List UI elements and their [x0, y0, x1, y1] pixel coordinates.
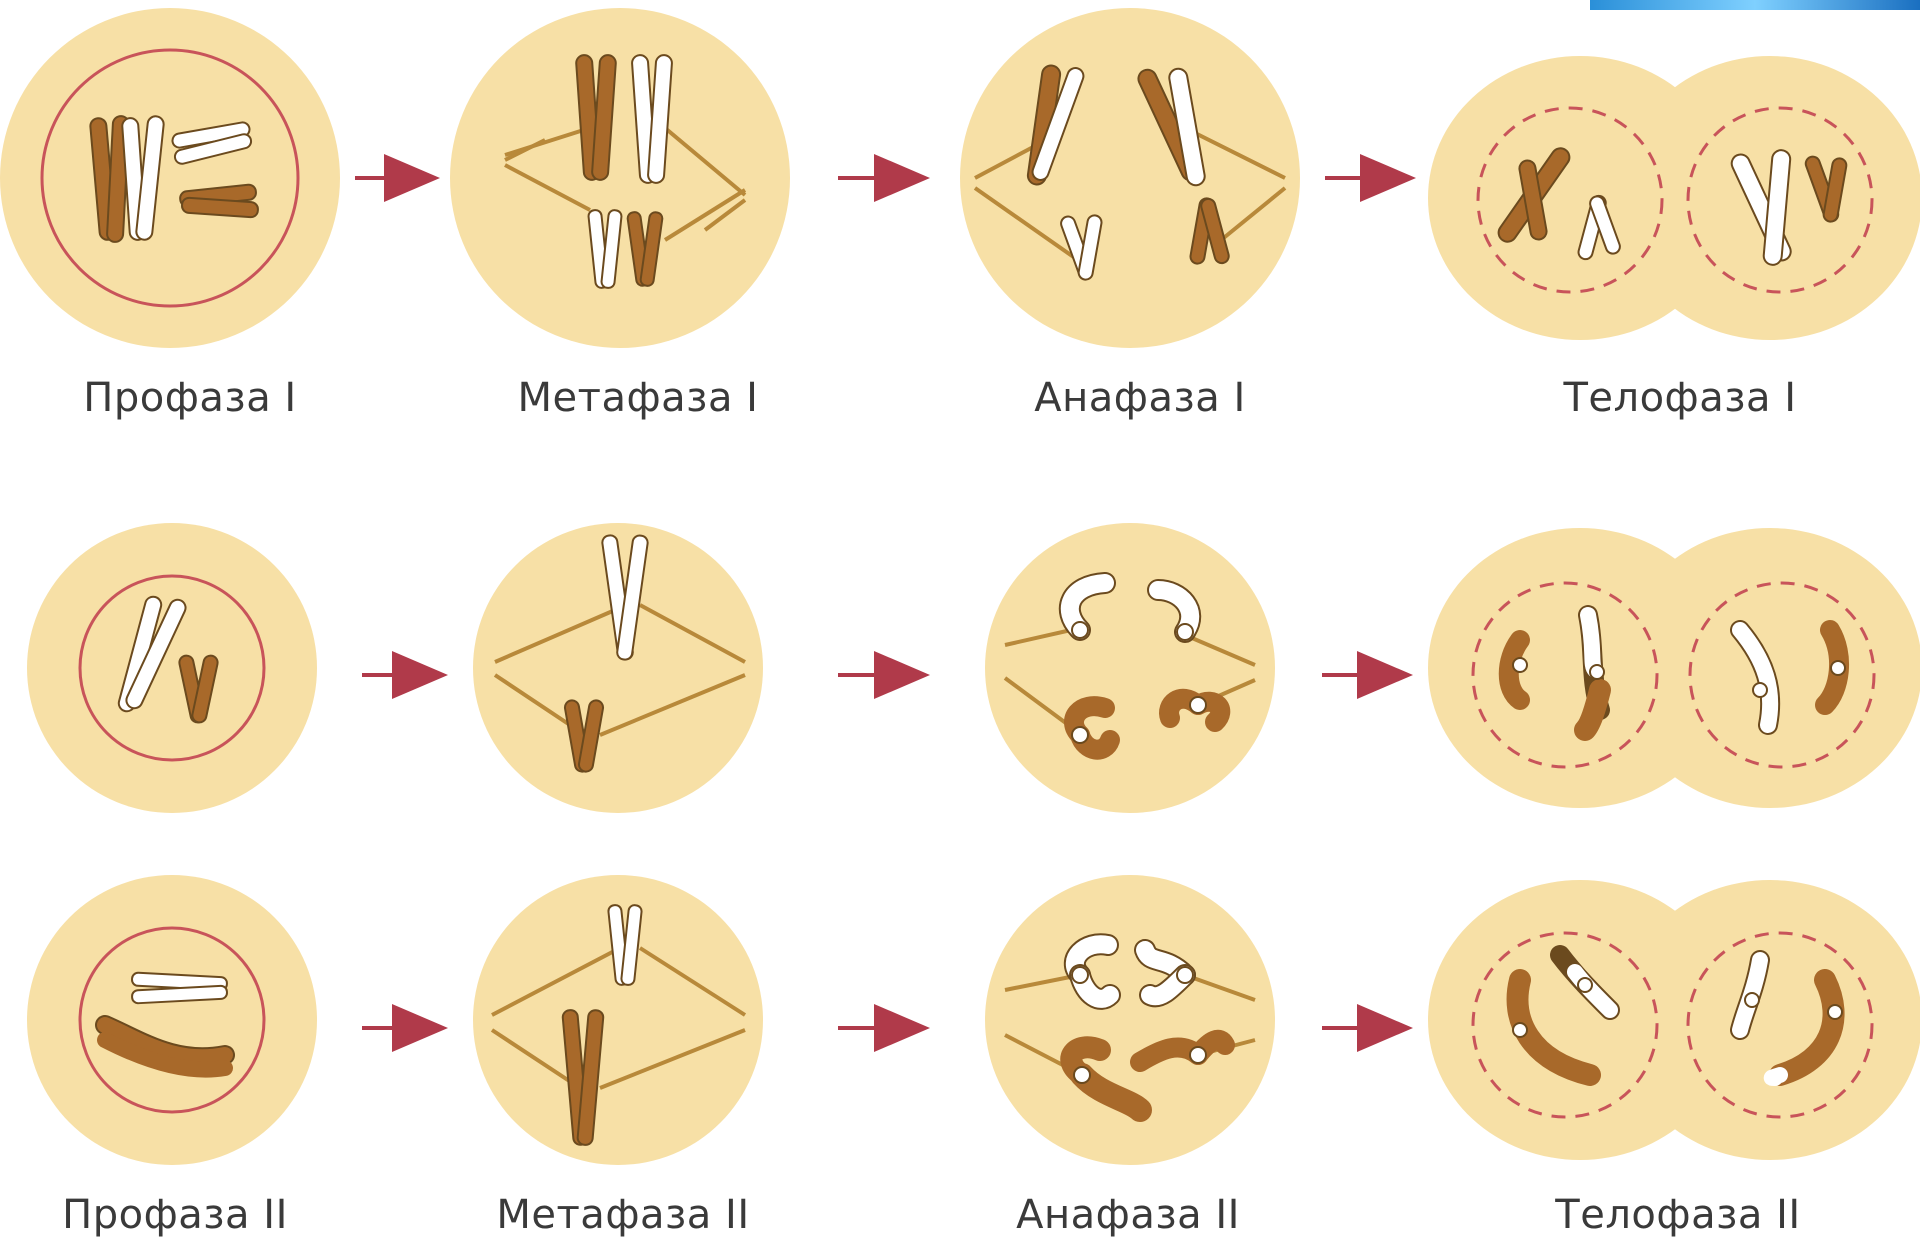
cell-telophase-2-bottom [1428, 880, 1920, 1160]
label-prophase-2: Профаза II [62, 1192, 288, 1238]
cell-telophase-1 [1428, 56, 1920, 340]
cell-prophase-1 [0, 8, 340, 348]
label-anaphase-2: Анафаза II [1016, 1192, 1240, 1238]
cell-anaphase-2-top [985, 523, 1275, 813]
cell-prophase-2-top [27, 523, 317, 813]
cell-metaphase-2-top [473, 523, 763, 813]
cell-prophase-2-bottom [27, 875, 317, 1165]
cell-anaphase-1 [960, 8, 1300, 348]
cell-metaphase-2-bottom [473, 875, 763, 1165]
label-anaphase-1: Анафаза I [1034, 375, 1246, 421]
label-prophase-1: Профаза I [83, 375, 296, 421]
cell-telophase-2-top [1428, 528, 1920, 808]
label-metaphase-2: Метафаза II [496, 1192, 749, 1238]
cell-anaphase-2-bottom [985, 875, 1275, 1165]
cell-metaphase-1 [450, 8, 790, 348]
label-telophase-2: Телофаза II [1555, 1192, 1800, 1238]
label-telophase-1: Телофаза I [1563, 375, 1796, 421]
label-metaphase-1: Метафаза I [518, 375, 759, 421]
